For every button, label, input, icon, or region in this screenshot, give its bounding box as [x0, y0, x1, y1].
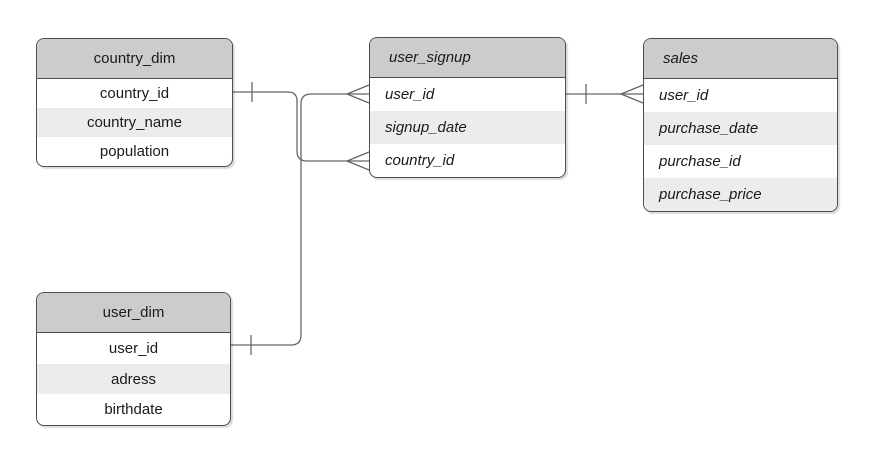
column-row[interactable]: birthdate [104, 401, 163, 419]
column-row[interactable]: country_name [37, 108, 232, 137]
relationship-country-dim-to-user-signup[interactable] [233, 82, 370, 171]
column-row[interactable]: country_id [99, 85, 170, 102]
entity-title: user_dim [37, 293, 230, 333]
connector-line[interactable] [233, 91, 369, 162]
column-row[interactable]: user_id [108, 339, 159, 357]
entity-sales[interactable]: sales user_id purchase_date purchase_id … [643, 38, 838, 212]
crow-foot-many-icon [619, 84, 644, 104]
entity-title: user_signup [370, 38, 565, 78]
column-row[interactable]: user_id [659, 87, 709, 104]
column-row[interactable]: purchase_date [644, 112, 837, 145]
relationship-user-signup-to-sales[interactable] [566, 84, 644, 104]
entity-user-dim[interactable]: user_dim user_id adress birthdate [36, 292, 231, 426]
crow-foot-many-icon [345, 84, 370, 104]
column-row[interactable]: purchase_price [644, 178, 837, 211]
column-row[interactable]: signup_date [370, 111, 565, 144]
connector-line[interactable] [231, 93, 369, 346]
column-row[interactable]: user_id [385, 86, 435, 103]
entity-title: country_dim [37, 39, 232, 79]
column-row[interactable]: purchase_id [659, 153, 741, 170]
entity-title: sales [644, 39, 837, 79]
crow-foot-many-icon [345, 151, 370, 171]
entity-country-dim[interactable]: country_dim country_id country_name popu… [36, 38, 233, 167]
column-row[interactable]: country_id [385, 152, 455, 169]
relationship-user-dim-to-user-signup[interactable] [231, 84, 370, 355]
column-row[interactable]: population [99, 143, 170, 160]
column-row[interactable]: adress [37, 363, 230, 395]
entity-user-signup[interactable]: user_signup user_id signup_date country_… [369, 37, 566, 178]
